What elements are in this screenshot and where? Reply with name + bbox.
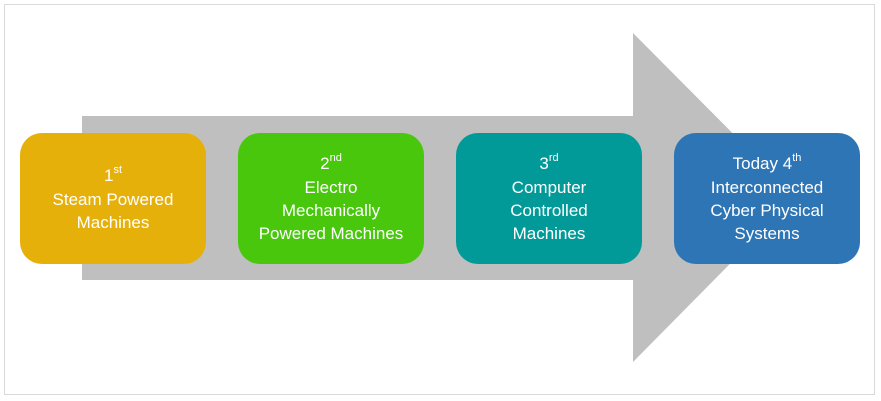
stage-1-box: 1st Steam Powered Machines — [20, 133, 206, 264]
stage-1-label-line: Steam Powered — [52, 189, 174, 209]
stage-2-box: 2nd Electro Mechanically Powered Machine… — [238, 133, 424, 264]
stage-1-label-line: Machines — [76, 212, 150, 232]
stage-1-ordinal: 1st — [103, 163, 122, 185]
stage-3-box: 3rd Computer Controlled Machines — [456, 133, 642, 264]
stage-4-box: Today 4th Interconnected Cyber Physical … — [674, 133, 860, 264]
stage-3-ordinal: 3rd — [539, 152, 559, 173]
stage-4-label-line: Interconnected — [710, 178, 824, 197]
stage-4-label-line: Systems — [734, 224, 800, 243]
diagram-frame — [4, 4, 875, 395]
stage-3-label-line: Controlled — [510, 201, 588, 220]
stage-2-label-line: Powered Machines — [258, 224, 404, 243]
stage-4-label-line: Cyber Physical — [710, 201, 824, 220]
stage-2-ordinal: 2nd — [320, 152, 342, 173]
stage-3-label-line: Computer — [511, 178, 587, 197]
arrow-shape — [82, 33, 796, 362]
stage-2-label-line: Electro — [304, 178, 358, 197]
stage-2-label-line: Mechanically — [281, 201, 381, 220]
stage-4-ordinal: Today 4th — [732, 152, 802, 173]
stage-3-label-line: Machines — [512, 224, 586, 243]
